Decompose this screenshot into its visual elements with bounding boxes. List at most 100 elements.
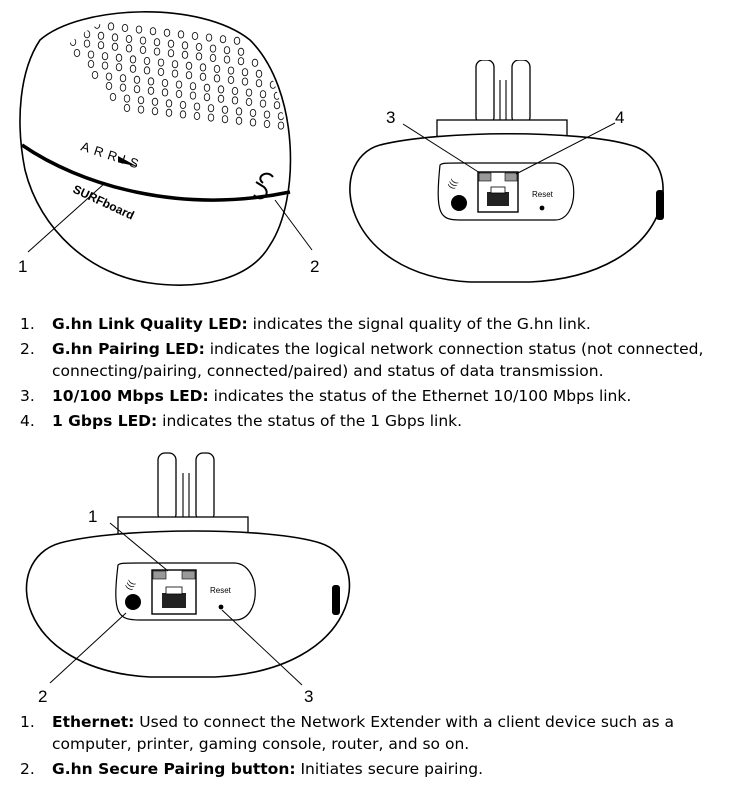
callout-2: 2 bbox=[38, 687, 47, 706]
vent-hole-icon bbox=[185, 61, 193, 70]
vent-hole-icon bbox=[179, 101, 187, 110]
vent-hole-icon bbox=[147, 86, 155, 95]
svg-text:(((: ((( bbox=[123, 579, 136, 592]
vent-hole-icon bbox=[193, 112, 201, 121]
vent-hole-icon bbox=[119, 83, 127, 92]
vent-hole-icon bbox=[137, 96, 145, 105]
device-front-illustration: ARRIS SURFboard 1 2 bbox=[18, 11, 319, 286]
vent-hole-icon bbox=[147, 77, 155, 86]
vent-hole-icon bbox=[251, 58, 259, 67]
vent-hole-icon bbox=[223, 46, 231, 55]
vent-hole-icon bbox=[181, 50, 189, 59]
vent-hole-icon bbox=[175, 80, 183, 89]
vent-hole-icon bbox=[101, 61, 109, 70]
vent-hole-icon bbox=[121, 23, 129, 32]
vent-hole-icon bbox=[105, 72, 113, 81]
vent-hole-icon bbox=[233, 36, 241, 45]
vent-hole-icon bbox=[153, 47, 161, 56]
vent-hole-icon bbox=[119, 74, 127, 83]
vent-hole-icon bbox=[177, 30, 185, 39]
vent-hole-icon bbox=[87, 50, 95, 59]
vent-hole-icon bbox=[235, 116, 243, 125]
vent-hole-icon bbox=[171, 69, 179, 78]
vent-hole-icon bbox=[195, 52, 203, 61]
vent-hole-icon bbox=[203, 83, 211, 92]
device-ports-illustration: ((( Reset 1 2 3 bbox=[25, 452, 351, 706]
vent-hole-icon bbox=[189, 91, 197, 100]
vent-hole-icon bbox=[189, 82, 197, 91]
vent-hole-icon bbox=[135, 25, 143, 34]
vent-hole-icon bbox=[115, 53, 123, 62]
vent-hole-icon bbox=[199, 63, 207, 72]
vent-hole-icon bbox=[209, 44, 217, 53]
vent-hole-icon bbox=[179, 110, 187, 119]
vent-hole-icon bbox=[217, 94, 225, 103]
vent-hole-icon bbox=[263, 110, 271, 119]
vent-hole-icon bbox=[139, 46, 147, 55]
vent-hole-icon bbox=[227, 76, 235, 85]
vent-hole-icon bbox=[292, 114, 298, 121]
vent-hole-icon bbox=[205, 33, 213, 42]
vent-hole-icon bbox=[109, 93, 117, 102]
vent-hole-icon bbox=[199, 72, 207, 81]
vent-hole-icon bbox=[213, 74, 221, 83]
vent-hole-icon bbox=[165, 108, 173, 117]
vent-hole-icon bbox=[249, 109, 257, 118]
list-item: 2.G.hn Secure Pairing button: Initiates … bbox=[20, 760, 484, 778]
vent-hole-icon bbox=[185, 71, 193, 80]
vent-hole-icon bbox=[306, 125, 312, 132]
list-item: 2.G.hn Pairing LED: indicates the logica… bbox=[20, 340, 704, 380]
list-item: 4.1 Gbps LED: indicates the status of th… bbox=[20, 412, 463, 430]
callout-2: 2 bbox=[310, 257, 319, 276]
reset-hole-icon bbox=[218, 604, 224, 610]
vent-hole-icon bbox=[245, 98, 253, 107]
vent-hole-icon bbox=[125, 35, 133, 44]
vent-hole-icon bbox=[277, 121, 285, 130]
device-bottom-illustration: ((( Reset 3 4 bbox=[349, 60, 664, 283]
vent-hole-icon bbox=[241, 68, 249, 77]
led-description-list: 1.G.hn Link Quality LED: indicates the s… bbox=[20, 313, 735, 435]
callout-1: 1 bbox=[18, 257, 27, 276]
vent-hole-icon bbox=[83, 39, 91, 48]
vent-hole-icon bbox=[207, 113, 215, 122]
list-item: 1.Ethernet: Used to connect the Network … bbox=[20, 713, 675, 753]
vent-hole-icon bbox=[227, 66, 235, 75]
vent-hole-icon bbox=[273, 101, 281, 110]
list-item: 1.G.hn Link Quality LED: indicates the s… bbox=[20, 315, 591, 333]
pairing-button-icon bbox=[125, 594, 141, 610]
vent-hole-icon bbox=[165, 99, 173, 108]
vent-hole-icon bbox=[237, 47, 245, 56]
callout-3: 3 bbox=[386, 108, 395, 127]
vent-hole-icon bbox=[97, 31, 105, 40]
vent-hole-icon bbox=[151, 97, 159, 106]
vent-hole-icon bbox=[87, 60, 95, 69]
vent-hole-icon bbox=[167, 49, 175, 58]
vent-hole-icon bbox=[259, 90, 267, 99]
vent-hole-icon bbox=[129, 55, 137, 64]
vent-hole-icon bbox=[207, 104, 215, 113]
vent-hole-icon bbox=[235, 107, 243, 116]
vent-hole-icon bbox=[73, 49, 81, 58]
vent-hole-icon bbox=[241, 77, 249, 86]
vent-hole-icon bbox=[51, 15, 59, 24]
vent-hole-icon bbox=[123, 104, 131, 113]
vent-hole-icon bbox=[143, 57, 151, 66]
reset-label: Reset bbox=[532, 190, 554, 199]
vent-hole-icon bbox=[193, 102, 201, 111]
vent-hole-icon bbox=[105, 82, 113, 91]
vent-hole-icon bbox=[217, 85, 225, 94]
vent-hole-icon bbox=[171, 60, 179, 69]
vent-hole-icon bbox=[97, 41, 105, 50]
vent-hole-icon bbox=[151, 107, 159, 116]
vent-hole-icon bbox=[263, 120, 271, 129]
vent-hole-icon bbox=[163, 28, 171, 37]
svg-text:(((: ((( bbox=[446, 178, 459, 191]
vent-hole-icon bbox=[111, 33, 119, 42]
callout-4: 4 bbox=[615, 108, 624, 127]
vent-hole-icon bbox=[123, 94, 131, 103]
list-item: 3.10/100 Mbps LED: indicates the status … bbox=[20, 387, 632, 405]
vent-hole-icon bbox=[175, 90, 183, 99]
vent-hole-icon bbox=[255, 79, 263, 88]
vent-hole-icon bbox=[237, 57, 245, 66]
vent-hole-icon bbox=[221, 105, 229, 114]
